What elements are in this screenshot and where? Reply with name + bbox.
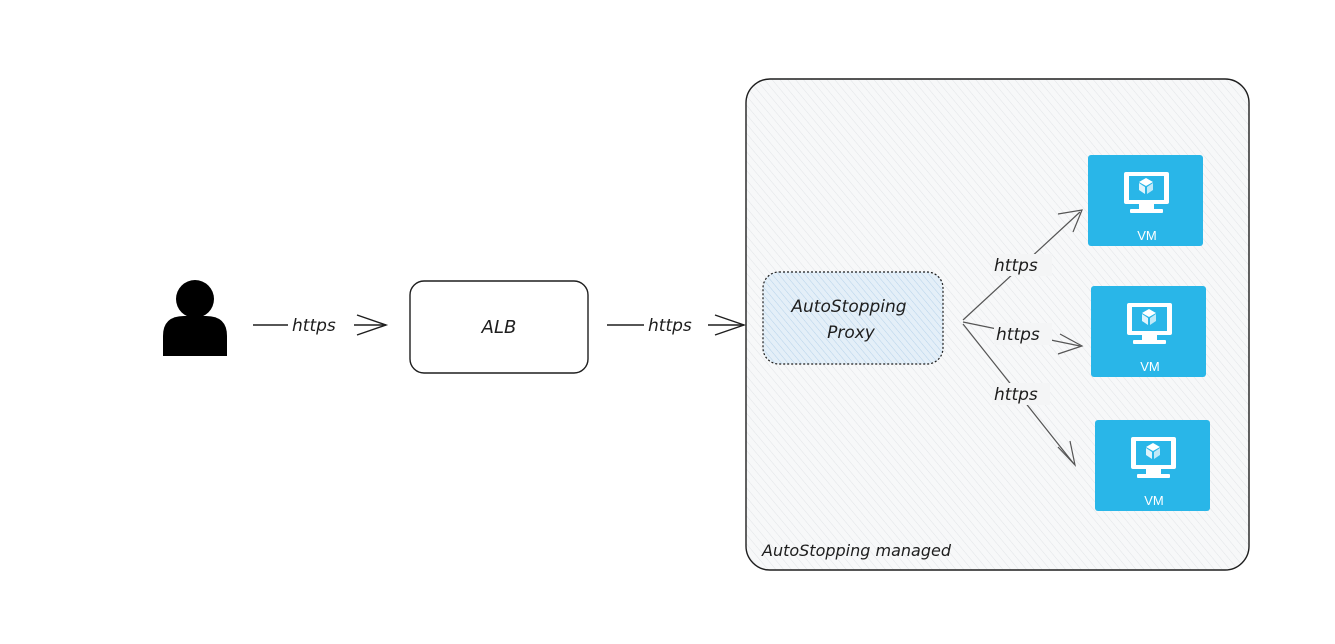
edge-proxy-to-vm1: https (962, 209, 1083, 321)
alb-label: ALB (481, 317, 517, 338)
edge-label-proxy-vm3: https (994, 385, 1038, 405)
group-label: AutoStopping managed (761, 541, 952, 560)
vm-node-2: VM (1091, 286, 1206, 377)
edge-user-to-alb: https (253, 314, 389, 336)
proxy-label-line2: Proxy (827, 323, 876, 343)
monitor-cube-icon (1131, 437, 1176, 478)
edge-label-alb-proxy: https (648, 316, 692, 336)
vm-node-1: VM (1088, 155, 1203, 246)
vm-node-3: VM (1095, 420, 1210, 511)
edge-alb-to-proxy: https (607, 314, 747, 336)
edge-label-proxy-vm1: https (994, 256, 1038, 276)
autostopping-proxy-node: AutoStopping Proxy (762, 271, 944, 365)
vm-label-1: VM (1137, 228, 1157, 243)
vm-label-3: VM (1144, 493, 1164, 508)
alb-node: ALB (409, 280, 589, 374)
edge-proxy-to-vm3: https (962, 323, 1077, 467)
edge-label-user-alb: https (292, 316, 336, 336)
edge-proxy-to-vm2: https (962, 321, 1084, 355)
edge-label-proxy-vm2: https (996, 325, 1040, 345)
proxy-label-line1: AutoStopping (790, 297, 906, 317)
monitor-cube-icon (1124, 172, 1169, 213)
monitor-cube-icon (1127, 303, 1172, 344)
vm-label-2: VM (1140, 359, 1160, 374)
user-icon (163, 280, 227, 356)
